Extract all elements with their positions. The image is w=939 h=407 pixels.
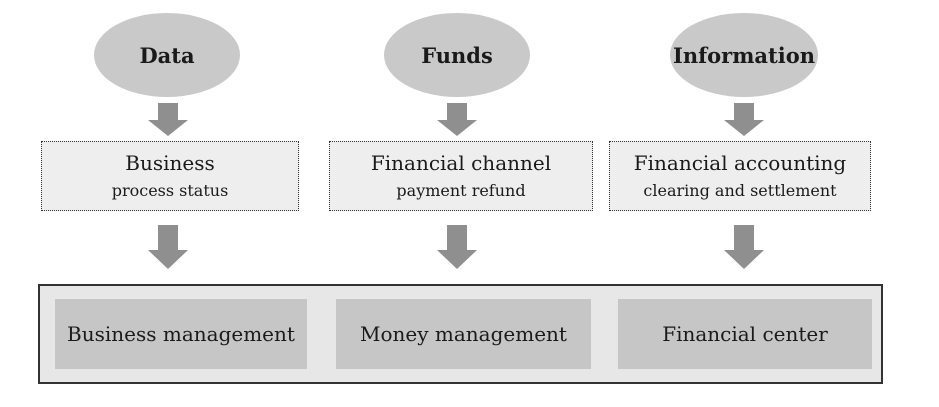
arrow-down-icon <box>148 225 188 269</box>
center-money-management: Money management <box>336 299 591 369</box>
arrow-down-icon <box>437 103 477 136</box>
center-label: Money management <box>360 322 567 346</box>
process-box-financial-channel: Financial channel payment refund <box>329 141 593 211</box>
source-label: Information <box>673 42 815 68</box>
process-box-business: Business process status <box>41 141 299 211</box>
arrow-down-icon <box>724 225 764 269</box>
source-ellipse-data: Data <box>94 13 240 97</box>
source-ellipse-funds: Funds <box>384 13 530 97</box>
management-container: Business management Money management Fin… <box>38 284 883 384</box>
source-label: Data <box>139 42 195 68</box>
arrow-down-icon <box>437 225 477 269</box>
center-label: Financial center <box>662 322 828 346</box>
process-box-financial-accounting: Financial accounting clearing and settle… <box>609 141 871 211</box>
process-title: Financial channel <box>370 151 552 175</box>
process-subtitle: process status <box>111 181 229 200</box>
center-label: Business management <box>67 322 295 346</box>
source-ellipse-information: Information <box>670 13 818 97</box>
arrow-down-icon <box>148 103 188 136</box>
arrow-down-icon <box>724 103 764 136</box>
process-title: Financial accounting <box>633 151 847 175</box>
process-title: Business <box>125 151 215 175</box>
source-label: Funds <box>421 42 493 68</box>
process-subtitle: payment refund <box>396 181 526 200</box>
center-financial-center: Financial center <box>618 299 872 369</box>
process-subtitle: clearing and settlement <box>643 181 837 200</box>
center-business-management: Business management <box>55 299 307 369</box>
